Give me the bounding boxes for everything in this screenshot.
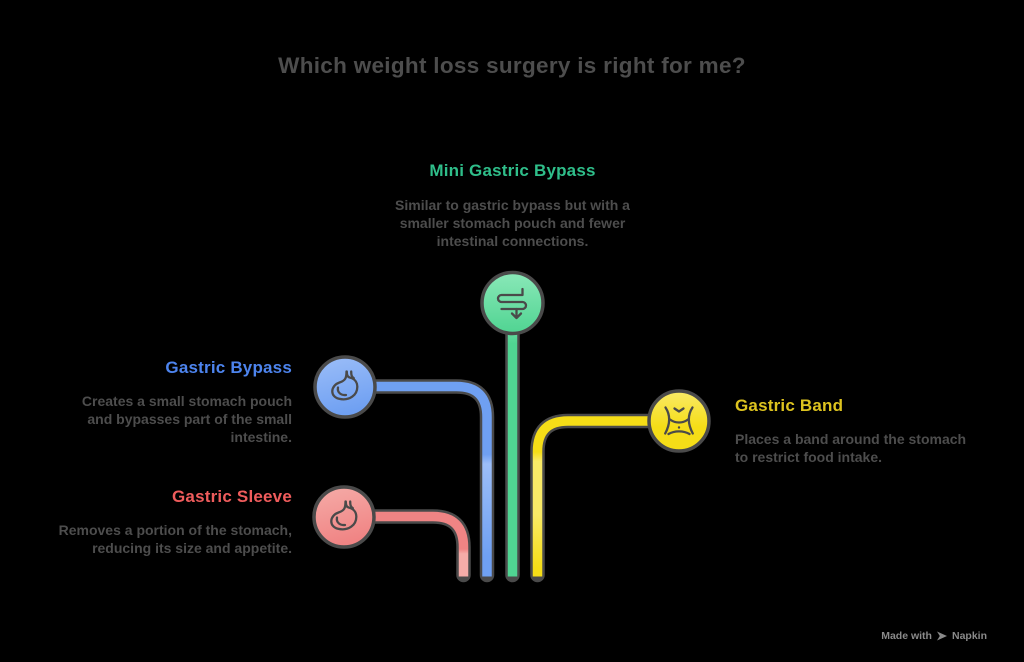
gastric-band-connector: [530, 413, 683, 583]
stomach-icon: [330, 500, 358, 531]
mini-gastric-bypass-node: [480, 270, 545, 336]
watermark-prefix: Made with: [881, 630, 932, 642]
page-title: Which weight loss surgery is right for m…: [278, 53, 746, 78]
intestine-icon: [496, 287, 528, 320]
gastric-sleeve-connector: [340, 509, 471, 583]
branch-title: Mini Gastric Bypass: [429, 161, 596, 180]
watermark: Made with Napkin: [881, 630, 987, 642]
branch-description: Creates a small stomach pouch and bypass…: [81, 393, 292, 445]
stomach-icon: [331, 370, 359, 401]
branch-gastric-sleeve: Gastric Sleeve Removes a portion of the …: [47, 487, 292, 558]
branch-gastric-band: Gastric Band Places a band around the st…: [735, 396, 980, 467]
gastric-bypass-connector: [340, 379, 495, 583]
gastric-bypass-node: [313, 355, 377, 419]
branch-title: Gastric Bypass: [165, 358, 292, 377]
branch-gastric-bypass: Gastric Bypass Creates a small stomach p…: [72, 358, 292, 447]
branch-title: Gastric Sleeve: [172, 487, 292, 506]
branch-title: Gastric Band: [735, 396, 844, 415]
branch-mini-gastric-bypass: Mini Gastric Bypass Similar to gastric b…: [382, 161, 643, 251]
napkin-logo-icon: [936, 631, 947, 641]
gastric-band-node: [647, 389, 711, 453]
torso-icon: [664, 406, 694, 436]
branch-description: Places a band around the stomach to rest…: [735, 431, 967, 465]
branch-description: Removes a portion of the stomach, reduci…: [58, 522, 292, 556]
watermark-brand: Napkin: [951, 630, 987, 642]
branch-description: Similar to gastric bypass but with a sma…: [395, 197, 630, 249]
gastric-sleeve-node: [312, 485, 376, 549]
